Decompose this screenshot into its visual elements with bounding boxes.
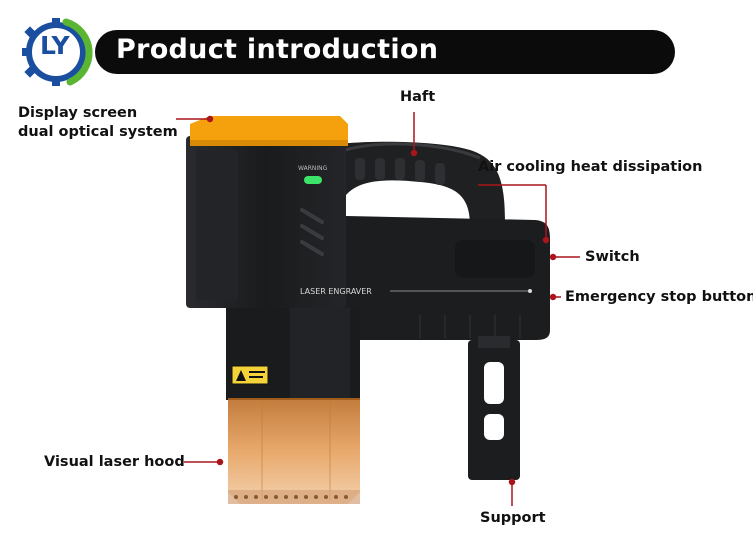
brand-logo: [18, 14, 104, 90]
hood-base-pins: [234, 495, 348, 499]
label-haft: Haft: [400, 89, 436, 105]
page-title: Product introduction: [116, 34, 439, 65]
device-warning-text: WARNING: [298, 165, 328, 172]
vent-slots: [300, 208, 324, 256]
label-visual-laser-hood: Visual laser hood: [44, 454, 185, 470]
support-stand: [468, 336, 520, 480]
visual-laser-hood: [228, 398, 360, 504]
label-display-screen: Display screen: [18, 105, 138, 121]
callout-lines: [176, 112, 580, 506]
label-emergency-stop: Emergency stop button: [565, 289, 753, 305]
label-support: Support: [480, 510, 546, 526]
warning-led: [304, 176, 322, 184]
laser-warning-sticker: [231, 365, 269, 385]
display-screen-cap: [190, 116, 348, 142]
side-panel: [455, 240, 535, 278]
logo-text: LY: [40, 31, 70, 60]
label-air-cooling: Air cooling heat dissipation: [478, 159, 703, 175]
title-banner: [95, 30, 675, 74]
label-dual-optical-system: dual optical system: [18, 124, 178, 140]
haft: [310, 141, 505, 225]
device-model-text: LASER ENGRAVER: [300, 287, 372, 296]
label-switch: Switch: [585, 249, 640, 265]
gear-logo-icon: [22, 18, 93, 86]
